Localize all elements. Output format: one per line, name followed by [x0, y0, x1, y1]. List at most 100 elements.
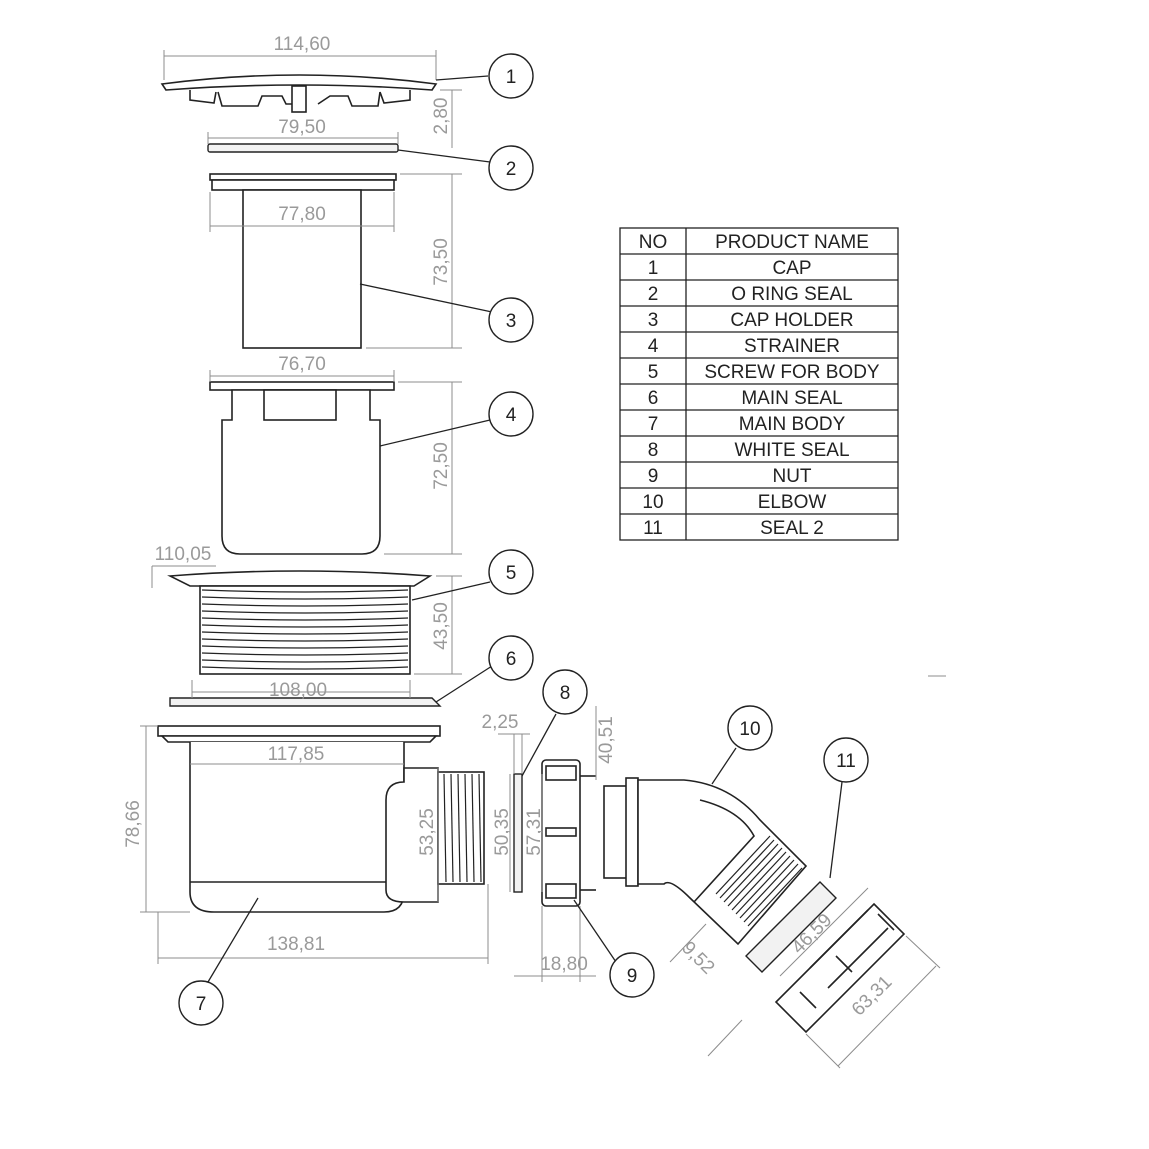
dim-label: 18,80 [540, 954, 588, 975]
table-row: 5 SCREW FOR BODY [648, 362, 880, 383]
table-cell-no: 9 [648, 466, 659, 487]
table-cell-product-name: ELBOW [758, 492, 827, 513]
balloon-11: 11 [823, 737, 869, 783]
thread-line [201, 610, 409, 614]
thread-line [201, 631, 409, 635]
dim-elbow-end: 9,52 [669, 923, 743, 1057]
dim-main-seal-width: 108,00 [191, 680, 411, 701]
thread-line [478, 773, 482, 883]
thread-line [201, 589, 409, 593]
thread-line [201, 666, 409, 670]
part-white-seal [513, 773, 523, 893]
table-cell-no: 7 [648, 414, 659, 435]
thread-line [731, 851, 787, 911]
table-cell-no: 2 [648, 284, 659, 305]
table-cell-no: 5 [648, 362, 659, 383]
dim-strainer-width: 76,70 [209, 354, 395, 382]
balloon-6: 6 [488, 635, 534, 681]
table-cell-product-name: CAP [772, 258, 811, 279]
part-strainer [209, 381, 395, 555]
table-header-no: NO [639, 232, 668, 253]
svg-text:7: 7 [196, 994, 207, 1015]
part-screw-for-body [167, 570, 433, 675]
thread-line [201, 652, 409, 656]
balloon-3: 3 [488, 297, 534, 343]
table-cell-product-name: MAIN SEAL [741, 388, 842, 409]
thread-line [201, 603, 409, 607]
table-cell-no: 8 [648, 440, 659, 461]
balloon-9: 9 [609, 952, 655, 998]
table-cell-product-name: SCREW FOR BODY [704, 362, 880, 383]
elbow-threads [715, 835, 803, 927]
table-cell-product-name: MAIN BODY [739, 414, 846, 435]
table-cell-no: 10 [642, 492, 663, 513]
table-row: 10 ELBOW [642, 492, 826, 513]
dim-label: 9,52 [677, 938, 718, 979]
svg-text:4: 4 [506, 405, 517, 426]
dim-label: 138,81 [267, 934, 325, 955]
dim-holder-width: 77,80 [209, 192, 395, 232]
dim-label: 114,60 [274, 34, 331, 55]
svg-text:9: 9 [627, 966, 638, 987]
dim-label: 110,05 [155, 544, 212, 565]
svg-text:6: 6 [506, 649, 517, 670]
balloon-2: 2 [488, 145, 534, 191]
thread-line [727, 847, 783, 907]
dim-label: 72,50 [431, 442, 452, 490]
table-header-product-name: PRODUCT NAME [715, 232, 869, 253]
svg-text:10: 10 [739, 719, 760, 740]
table-cell-product-name: SEAL 2 [760, 518, 824, 539]
dim-oring-width: 79,50 [207, 117, 399, 144]
svg-text:2: 2 [506, 159, 517, 180]
part-main-seal [169, 697, 442, 707]
balloon-1: 1 [488, 53, 534, 99]
dim-screw-height: 43,50 [414, 575, 462, 675]
dim-label: 76,70 [278, 354, 326, 375]
balloon-7: 7 [178, 980, 224, 1026]
table-cell-no: 11 [643, 518, 663, 539]
table-header: NO PRODUCT NAME [639, 232, 869, 253]
thread-line [735, 855, 791, 915]
table-row-lines [620, 253, 898, 515]
dim-body-total-width: 138,81 [157, 884, 489, 964]
leader-lines [207, 75, 843, 983]
thread-line [201, 596, 409, 600]
dim-label: 79,50 [278, 117, 326, 138]
table-cell-no: 6 [648, 388, 659, 409]
thread-line [201, 617, 409, 621]
part-nut [541, 759, 596, 907]
thread-line [464, 773, 468, 883]
dim-holder-height: 73,50 [366, 173, 462, 349]
dim-nut-inner: 57,31 [524, 774, 545, 892]
part-seal-2 [745, 881, 837, 973]
thread-line [471, 773, 475, 883]
balloon-5: 5 [488, 549, 534, 595]
dim-outlet-height: 53,25 [417, 768, 439, 902]
thread-line [715, 835, 771, 895]
thread-line [743, 863, 799, 923]
svg-text:3: 3 [506, 311, 517, 332]
dim-nut-outer: 40,51 [595, 706, 617, 780]
thread-line [201, 624, 409, 628]
table-row: 1 CAP [648, 258, 812, 279]
balloon-10: 10 [727, 705, 773, 751]
table-cell-no: 1 [648, 258, 659, 279]
dim-label: 57,31 [524, 808, 545, 856]
dim-label: 50,35 [492, 808, 513, 856]
part-cap [160, 74, 438, 113]
dim-white-seal-thickness: 2,25 [482, 712, 530, 774]
dim-label: 77,80 [278, 204, 326, 225]
part-oring-seal [207, 143, 399, 153]
table-row: 11 SEAL 2 [643, 518, 824, 539]
dim-white-seal-outer: 50,35 [492, 774, 513, 892]
thread-line [201, 645, 409, 649]
dim-nut-width: 18,80 [514, 906, 596, 982]
table-row: 6 MAIN SEAL [648, 388, 843, 409]
part-main-body [157, 725, 485, 913]
svg-text:8: 8 [560, 683, 571, 704]
dim-screw-width: 110,05 [151, 544, 216, 588]
